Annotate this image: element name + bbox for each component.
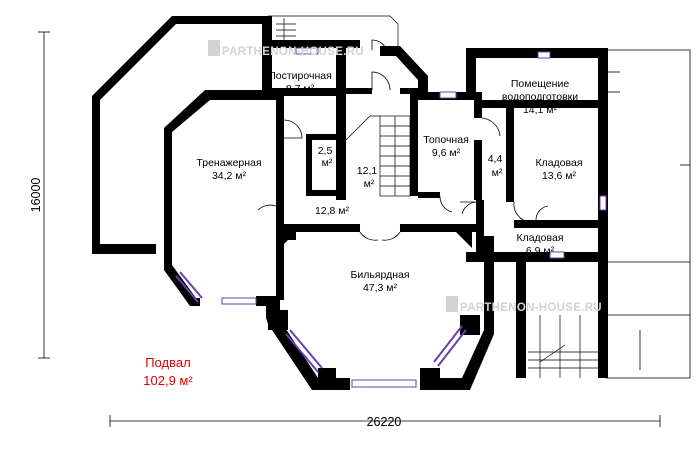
room-storage1-area: 13,6 м² bbox=[542, 170, 577, 182]
room-small-name: 2,5 bbox=[318, 145, 333, 157]
room-boiler-name: Топочная bbox=[423, 134, 469, 146]
watermark-text: PARTHENON-HOUSE.RU bbox=[222, 46, 364, 58]
outdoor-stair bbox=[606, 49, 691, 379]
room-water-name-1: Помещение bbox=[511, 78, 569, 90]
windows bbox=[221, 47, 607, 388]
room-storage1-name: Кладовая bbox=[535, 157, 582, 169]
room-storage2-name: Кладовая bbox=[516, 232, 563, 244]
exterior-walls bbox=[92, 16, 608, 390]
room-corridor-small-area: м² bbox=[492, 167, 503, 179]
diagonal-windows bbox=[175, 271, 467, 373]
watermark-bottom: PARTHENON-HOUSE.RU bbox=[446, 296, 602, 314]
room-stair-hall-name: 12,1 bbox=[357, 165, 378, 177]
room-storage2-area: 6,9 м² bbox=[526, 245, 555, 257]
dimension-lines bbox=[38, 31, 661, 427]
dimension-width: 26220 bbox=[367, 415, 402, 429]
doors bbox=[257, 39, 549, 241]
room-corridor-small-name: 4,4 bbox=[488, 153, 503, 165]
watermark-text: PARTHENON-HOUSE.RU bbox=[460, 302, 602, 314]
room-gym-area: 34,2 м² bbox=[212, 170, 247, 182]
interior-walls bbox=[262, 48, 598, 300]
room-gym-name: Тренажерная bbox=[196, 157, 261, 169]
room-hall-area: 12,8 м² bbox=[315, 205, 350, 217]
room-labels: Постирочная 8,7 м² Помещение водоподгото… bbox=[196, 70, 582, 294]
outdoor-stair-steps bbox=[528, 315, 600, 378]
dimension-height: 16000 bbox=[29, 178, 43, 213]
room-water-area: 14,1 м² bbox=[523, 104, 558, 116]
interior-stair bbox=[345, 115, 411, 197]
floor-name: Подвал bbox=[145, 355, 190, 370]
room-boiler-area: 9,6 м² bbox=[432, 147, 461, 159]
floor-area: 102,9 м² bbox=[143, 373, 193, 388]
room-billiard-name: Бильярдная bbox=[350, 269, 409, 281]
top-stair bbox=[268, 15, 399, 46]
room-small-area: м² bbox=[322, 157, 333, 169]
room-laundry-name: Постирочная bbox=[268, 70, 332, 82]
watermark-top: PARTHENON-HOUSE.RU bbox=[208, 40, 364, 58]
room-billiard-area: 47,3 м² bbox=[363, 282, 398, 294]
room-laundry-area: 8,7 м² bbox=[286, 83, 315, 95]
room-water-name-2: водоподготовки bbox=[502, 91, 578, 103]
room-stair-hall-area: м² bbox=[364, 178, 375, 190]
